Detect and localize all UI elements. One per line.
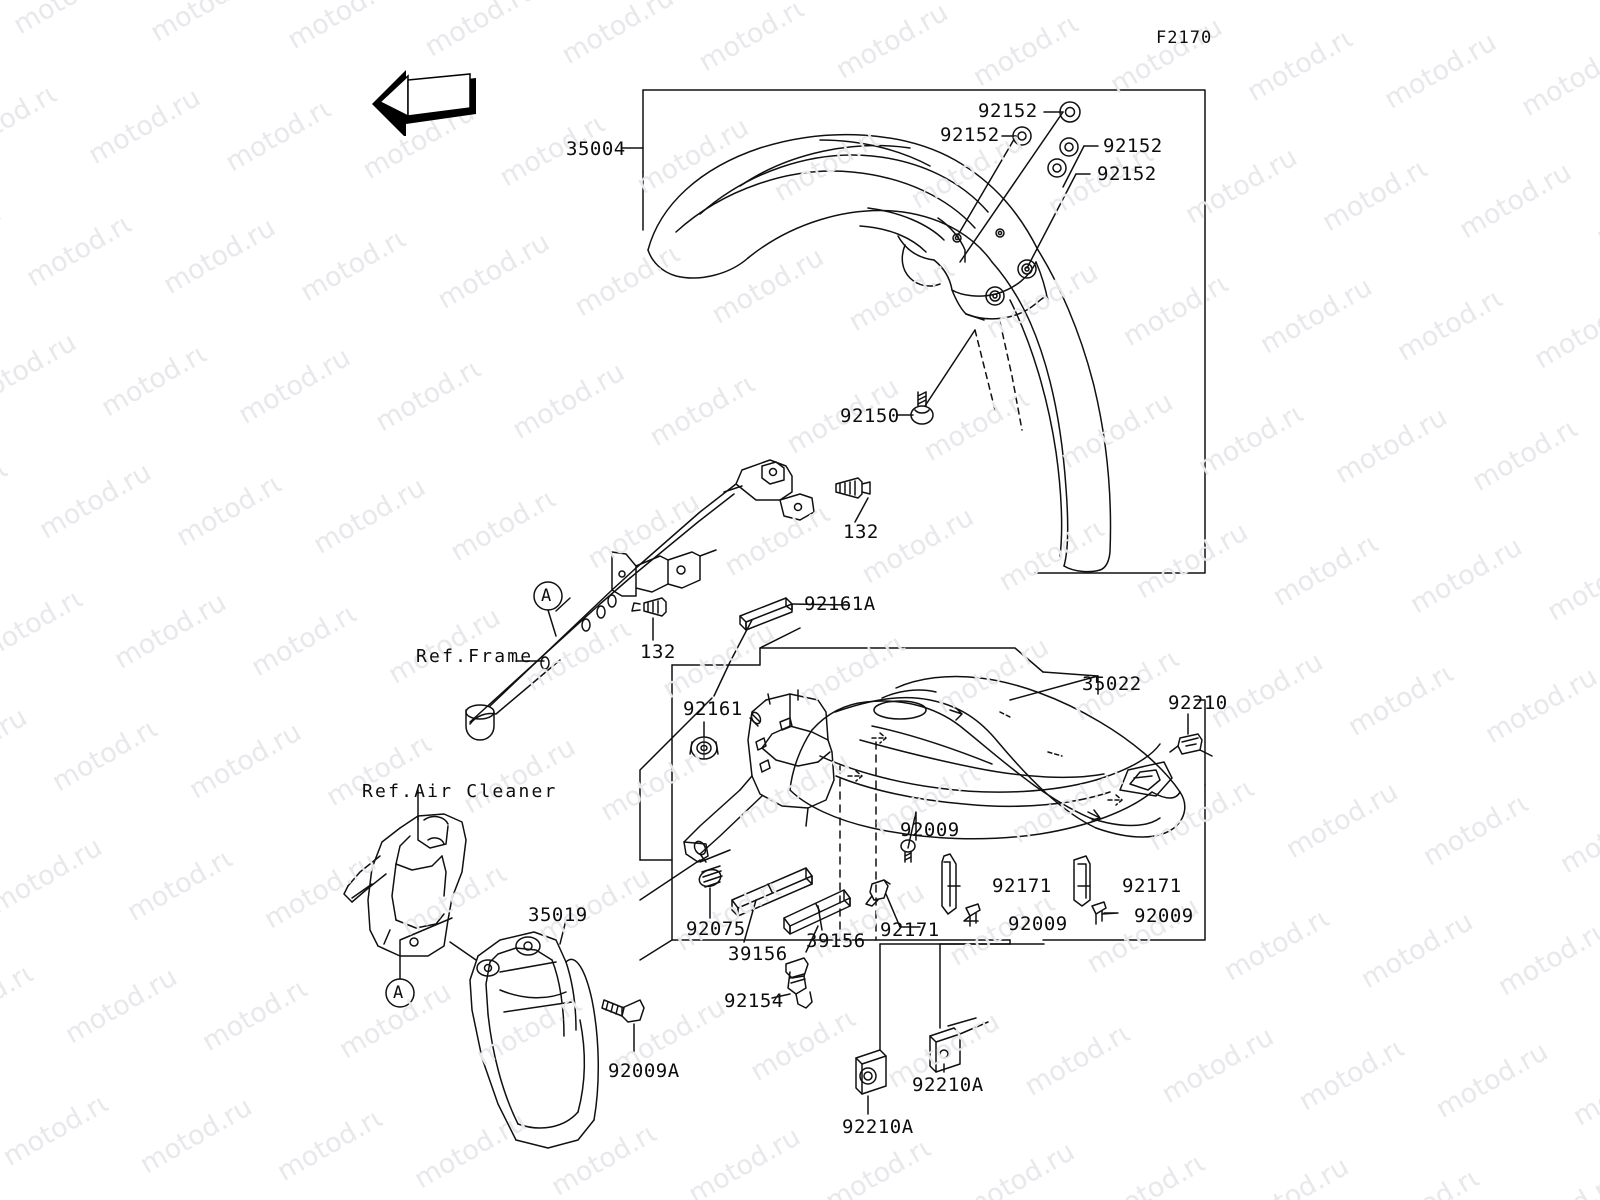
part-label-92152-4: 92152 [1097, 163, 1157, 185]
part-label-132-1: 132 [843, 521, 879, 543]
part-label-39156-2: 39156 [806, 930, 866, 952]
diagram-code: F2170 [1156, 28, 1213, 48]
part-label-35019: 35019 [528, 904, 588, 926]
part-label-92152-1: 92152 [978, 100, 1038, 122]
part-label-39156-1: 39156 [728, 943, 788, 965]
ref-air-cleaner-label: Ref.Air Cleaner [362, 781, 558, 802]
callout-marker-a-lower: A [393, 983, 404, 1003]
ref-frame-label: Ref.Frame [416, 646, 534, 667]
part-label-92171-1: 92171 [880, 919, 940, 941]
part-label-92210: 92210 [1168, 692, 1228, 714]
part-label-92161: 92161 [683, 698, 743, 720]
callout-marker-a-upper: A [541, 586, 552, 606]
part-label-92075: 92075 [686, 918, 746, 940]
part-label-92154: 92154 [724, 990, 784, 1012]
part-label-35022: 35022 [1082, 673, 1142, 695]
part-label-132-2: 132 [640, 641, 676, 663]
part-label-35004: 35004 [566, 138, 626, 160]
part-label-92171-2: 92171 [992, 875, 1052, 897]
part-label-92161A: 92161A [804, 593, 876, 615]
part-label-92009A: 92009A [608, 1060, 680, 1082]
part-label-92009-1: 92009 [900, 819, 960, 841]
part-label-92150: 92150 [840, 405, 900, 427]
part-label-92152-3: 92152 [1103, 135, 1163, 157]
front-direction-arrow [372, 70, 476, 136]
part-label-92210A-1: 92210A [842, 1116, 914, 1138]
part-label-92171-3: 92171 [1122, 875, 1182, 897]
part-label-92009-3: 92009 [1134, 905, 1194, 927]
part-label-92210A-2: 92210A [912, 1074, 984, 1096]
part-label-92009-2: 92009 [1008, 913, 1068, 935]
part-label-92152-2: 92152 [940, 124, 1000, 146]
